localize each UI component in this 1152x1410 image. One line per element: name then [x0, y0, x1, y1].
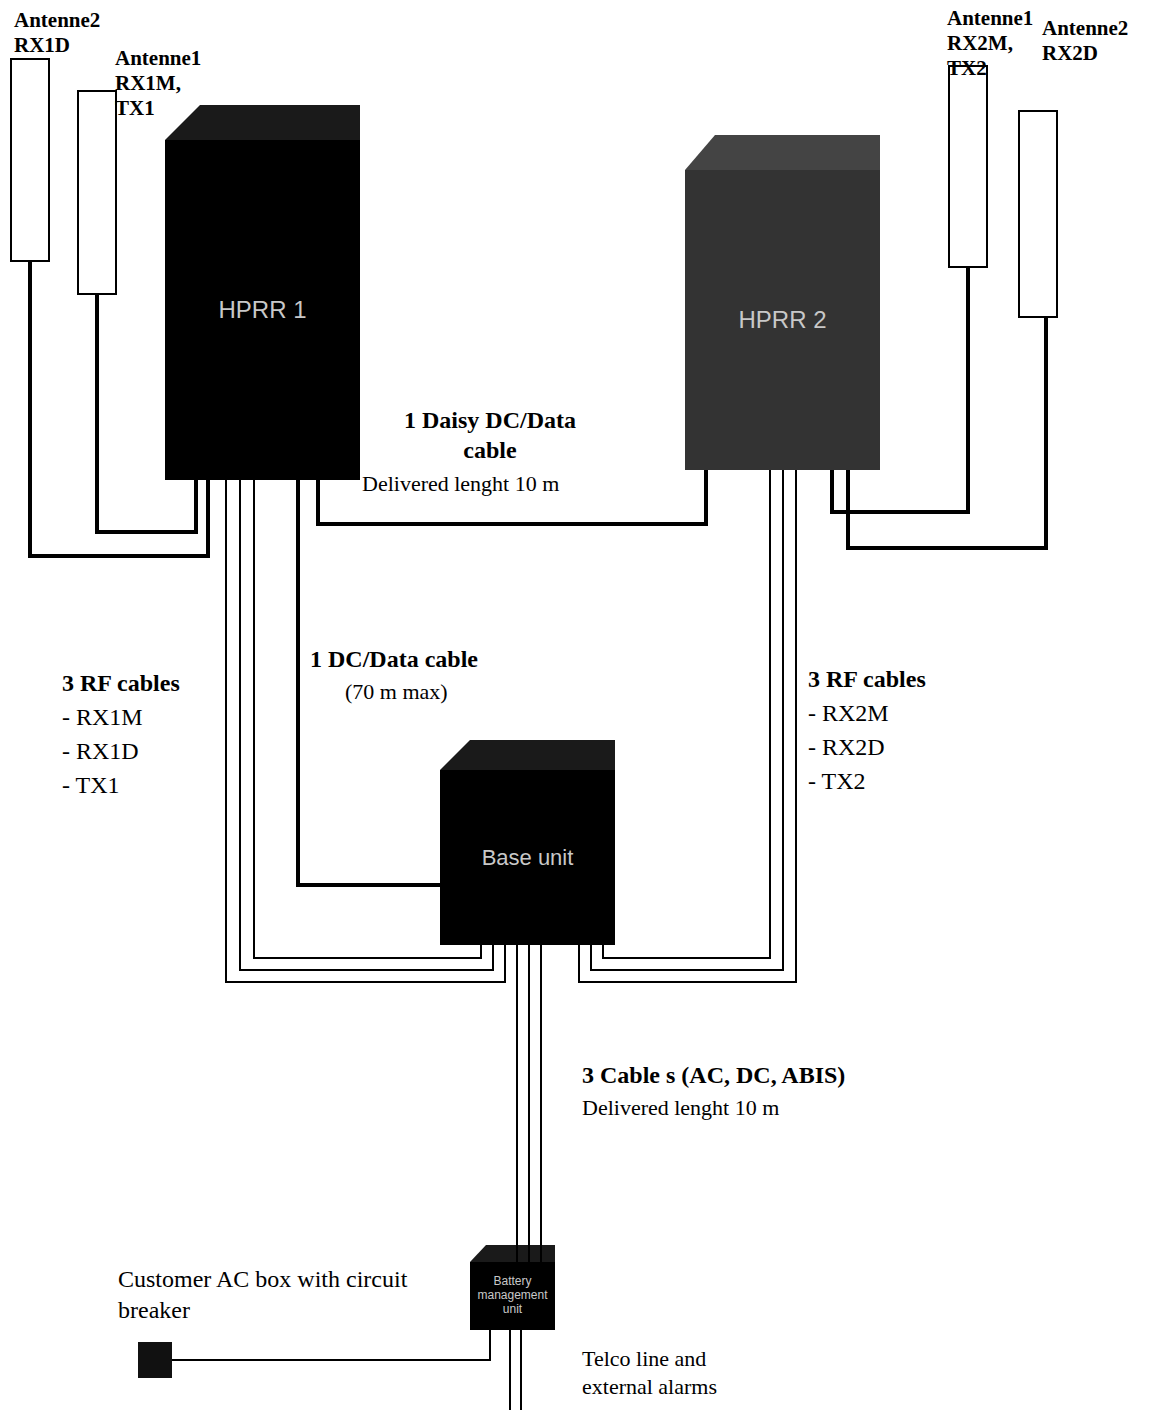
- antenna-label: Antenne2 RX1D: [14, 8, 124, 58]
- cabinet-box: HPRR 1: [165, 140, 360, 480]
- telco-wire: [509, 1330, 511, 1410]
- annotation-label: 3 Cable s (AC, DC, ABIS): [582, 1060, 882, 1090]
- annotation-label: - TX1: [62, 770, 202, 800]
- cable-connector: [318, 470, 706, 524]
- ac-box: Customer AC box with circuit breaker: [138, 1342, 172, 1378]
- annotation-label: 3 RF cables: [62, 668, 232, 698]
- cabinet-box: Battery management unit: [470, 1262, 555, 1330]
- cable-connector: [528, 945, 530, 1262]
- antenna-label: Antenne1 RX2M, TX2: [947, 6, 1047, 82]
- annotation-label: 3 RF cables: [808, 664, 978, 694]
- cabinet-box: Base unit: [440, 770, 615, 945]
- cabinet-top-face: [440, 740, 615, 770]
- antenna: Antenne2 RX2D: [1018, 110, 1058, 318]
- box-title: HPRR 2: [685, 306, 880, 334]
- antenna-label: Antenne2 RX2D: [1042, 16, 1147, 66]
- box-title: HPRR 1: [165, 296, 360, 324]
- antenna: Antenne1 RX2M, TX2: [948, 65, 988, 268]
- telco-wire: [520, 1330, 522, 1410]
- cable-connector: [172, 1330, 490, 1360]
- cable-connector: [591, 470, 783, 970]
- annotation-label: - RX2D: [808, 732, 948, 762]
- annotation-label: (70 m max): [345, 678, 505, 706]
- annotation-label: Delivered lenght 10 m: [582, 1094, 842, 1122]
- cable-label: 1 DC/Data cable: [310, 644, 510, 674]
- antenna-label: Antenne1 RX1M, TX1: [115, 46, 210, 122]
- box-title: Base unit: [440, 845, 615, 870]
- antenna: Antenne2 RX1D: [10, 58, 50, 262]
- annotation-label: - TX2: [808, 766, 948, 796]
- annotation-label: Telco line and external alarms: [582, 1345, 782, 1400]
- cable-label: 1 Daisy DC/Data cable: [395, 405, 585, 465]
- annotation-label: - RX2M: [808, 698, 948, 728]
- cable-connector: [540, 945, 542, 1262]
- annotation-label: Delivered lenght 10 m: [362, 470, 602, 498]
- cabinet-box: HPRR 2: [685, 170, 880, 470]
- ac-box-label: Customer AC box with circuit breaker: [118, 1264, 438, 1326]
- cabinet-top-face: [685, 135, 880, 170]
- cabinet-top-face: [470, 1245, 555, 1262]
- antenna: Antenne1 RX1M, TX1: [77, 90, 117, 295]
- cabinet-top-face: [165, 105, 360, 140]
- box-title: Battery management unit: [470, 1275, 555, 1316]
- annotation-label: - RX1M: [62, 702, 202, 732]
- cable-connector: [603, 470, 770, 958]
- cable-connector: [516, 945, 518, 1262]
- annotation-label: - RX1D: [62, 736, 202, 766]
